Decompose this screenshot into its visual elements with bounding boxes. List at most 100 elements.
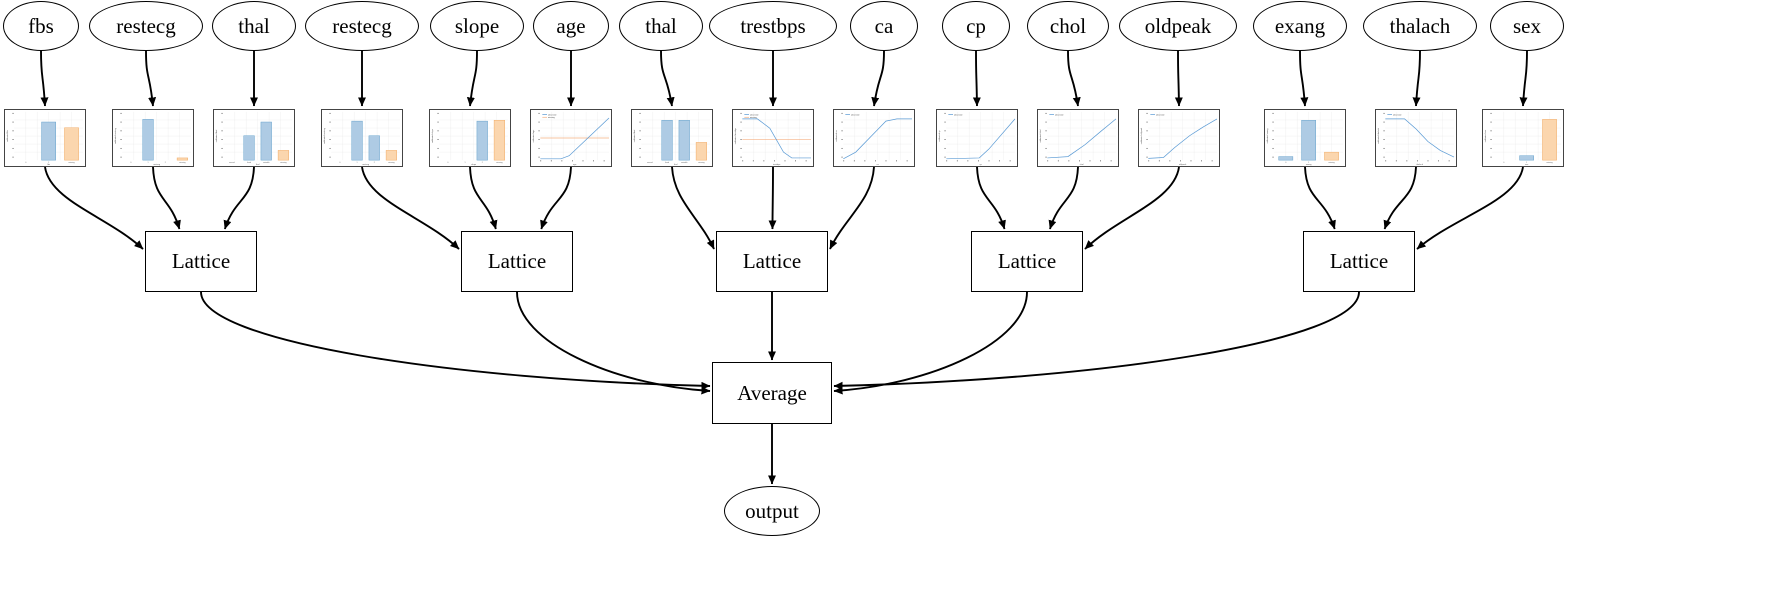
svg-text:1: 1: [1526, 162, 1527, 164]
svg-text:0: 0: [25, 162, 26, 164]
input-node-age[interactable]: age: [533, 1, 609, 51]
svg-text:sex: sex: [1525, 164, 1528, 166]
svg-text:observed: observed: [1156, 114, 1164, 116]
input-node-thal[interactable]: thal: [619, 1, 703, 51]
input-node-label: cp: [966, 13, 986, 38]
svg-text:missing: missing: [698, 162, 704, 164]
lattice-node-0[interactable]: Lattice: [145, 231, 257, 292]
input-node-ca[interactable]: ca: [850, 1, 918, 51]
svg-text:calibrated oldpeak: calibrated oldpeak: [1140, 127, 1143, 144]
svg-text:missing: missing: [388, 162, 394, 164]
svg-text:0: 0: [1503, 162, 1504, 164]
calibrator-plot-oldpeak-11[interactable]: calibrated oldpeak oldpeak observed: [1138, 109, 1220, 167]
input-node-restecg[interactable]: restecg: [89, 1, 203, 51]
svg-text:calibrated trestbps: calibrated trestbps: [734, 128, 737, 144]
svg-text:observed: observed: [548, 114, 556, 116]
input-node-exang[interactable]: exang: [1253, 1, 1347, 51]
svg-text:2: 2: [165, 162, 166, 164]
input-node-label: restecg: [116, 13, 176, 38]
edge-calibrator-to-lattice-4: [469, 166, 498, 230]
edge-calibrator-to-lattice-8: [829, 166, 875, 250]
svg-text:fixed: fixed: [665, 162, 669, 164]
svg-text:0: 0: [1285, 162, 1286, 164]
lattice-node-label: Lattice: [997, 249, 1057, 273]
input-node-label: ca: [874, 13, 894, 38]
svg-text:calibrated thalach: calibrated thalach: [1377, 128, 1380, 144]
input-node-label: slope: [454, 13, 500, 38]
edge-lattice-to-average-4: [833, 291, 1360, 390]
svg-text:0: 0: [339, 162, 340, 164]
lattice-node-2[interactable]: Lattice: [716, 231, 828, 292]
edge-input-to-calibrator-11: [1174, 50, 1183, 107]
input-node-thal[interactable]: thal: [212, 1, 296, 51]
input-node-label: oldpeak: [1144, 13, 1212, 38]
input-node-slope[interactable]: slope: [430, 1, 524, 51]
svg-text:oldpeak: oldpeak: [1179, 164, 1187, 166]
input-node-sex[interactable]: sex: [1490, 1, 1564, 51]
svg-text:1: 1: [148, 162, 149, 164]
input-node-chol[interactable]: chol: [1027, 1, 1109, 51]
svg-text:calibrated exang: calibrated exang: [1266, 129, 1269, 144]
edge-lattice-to-average-1: [516, 291, 711, 395]
edge-calibrator-to-lattice-5: [540, 166, 572, 230]
lattice-node-label: Lattice: [171, 249, 231, 273]
svg-text:fbs: fbs: [47, 164, 50, 166]
edge-calibrator-to-lattice-12: [1304, 166, 1336, 230]
input-node-label: thalach: [1389, 13, 1451, 38]
edge-calibrator-to-lattice-3: [361, 166, 460, 250]
lattice-node-3[interactable]: Lattice: [971, 231, 1083, 292]
edge-input-to-calibrator-1: [145, 50, 157, 107]
average-node[interactable]: Average: [712, 362, 832, 424]
input-node-label: fbs: [28, 13, 54, 38]
svg-text:0: 0: [447, 162, 448, 164]
edge-input-to-calibrator-14: [1519, 50, 1528, 107]
input-node-cp[interactable]: cp: [942, 1, 1010, 51]
edge-calibrator-to-lattice-10: [1048, 166, 1079, 230]
svg-text:fixed: fixed: [247, 162, 251, 164]
svg-text:calibrated fbs: calibrated fbs: [6, 130, 9, 142]
svg-text:calibrated thal: calibrated thal: [633, 129, 636, 142]
input-node-thalach[interactable]: thalach: [1363, 1, 1477, 51]
input-node-label: restecg: [332, 13, 392, 38]
lattice-node-label: Lattice: [1329, 249, 1389, 273]
average-node-label: Average: [737, 380, 807, 405]
edge-input-to-calibrator-6: [660, 50, 675, 107]
input-node-label: chol: [1049, 13, 1087, 38]
svg-text:missing: missing: [179, 162, 185, 164]
output-node[interactable]: output: [724, 486, 820, 536]
svg-text:slope: slope: [471, 164, 477, 166]
input-node-trestbps[interactable]: trestbps: [709, 1, 837, 51]
input-node-label: age: [556, 13, 586, 38]
edge-input-to-calibrator-10: [1067, 50, 1081, 107]
svg-text:calibrated restecg: calibrated restecg: [323, 128, 326, 144]
svg-text:missing: missing: [750, 117, 757, 119]
input-node-fbs[interactable]: fbs: [3, 1, 79, 51]
lattice-node-1[interactable]: Lattice: [461, 231, 573, 292]
edge-calibrator-to-lattice-6: [671, 166, 715, 250]
svg-text:1: 1: [48, 162, 49, 164]
edge-input-to-calibrator-0: [40, 50, 49, 107]
input-node-oldpeak[interactable]: oldpeak: [1119, 1, 1237, 51]
svg-text:1: 1: [1308, 162, 1309, 164]
edge-lattice-to-average-0: [200, 291, 711, 390]
input-node-restecg[interactable]: restecg: [305, 1, 419, 51]
edge-calibrator-to-lattice-9: [976, 166, 1006, 230]
lattice-node-4[interactable]: Lattice: [1303, 231, 1415, 292]
svg-text:thal: thal: [256, 163, 260, 166]
edge-input-to-calibrator-13: [1412, 50, 1421, 107]
svg-text:observed: observed: [1393, 114, 1401, 116]
